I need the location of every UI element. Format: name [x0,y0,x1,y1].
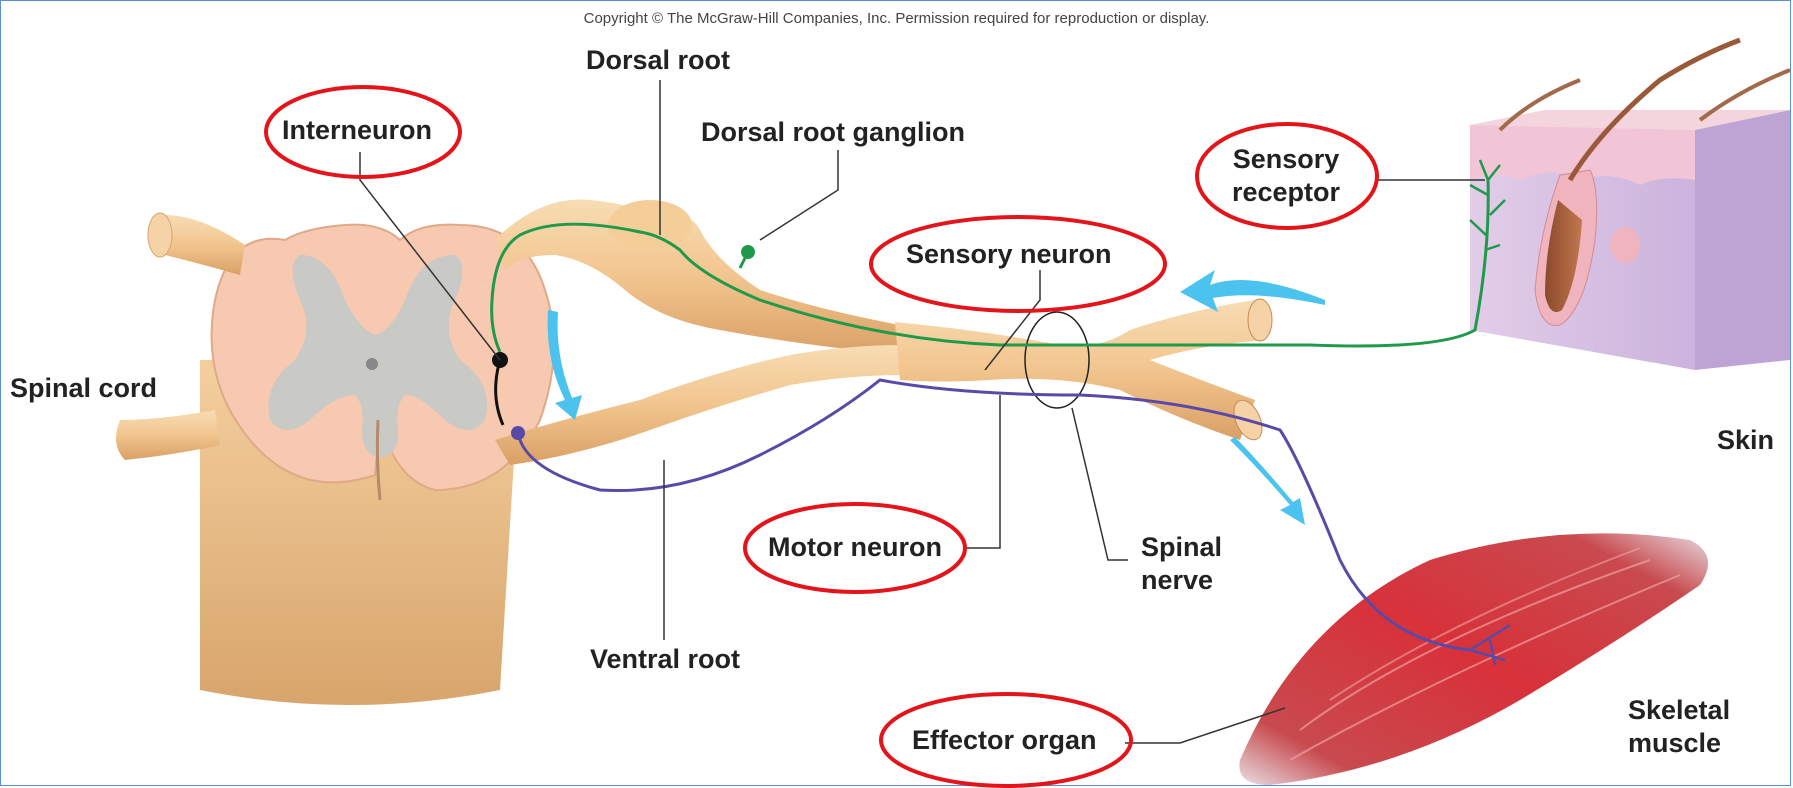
label-interneuron: Interneuron [282,114,432,146]
skin [1470,40,1790,370]
sensory-branch-end [1248,299,1272,341]
central-canal [366,358,378,370]
label-spinal-nerve-line1: Spinal [1141,531,1222,563]
flow-arrow-spinal-cord [548,310,582,420]
label-skeletal-muscle-line1: Skeletal [1628,694,1730,726]
leader-spinal-nerve [1072,408,1128,560]
label-motor-neuron: Motor neuron [768,531,942,563]
label-skin: Skin [1717,424,1774,456]
label-ventral-root: Ventral root [590,643,740,675]
label-spinal-nerve-line2: nerve [1141,564,1213,596]
label-sensory-receptor-line1: Sensory [1216,143,1356,175]
dorsal-root-ganglion [608,200,692,250]
leader-motor-neuron [965,395,1000,548]
label-sensory-neuron: Sensory neuron [906,238,1112,270]
leader-dorsal-root-ganglion [760,150,838,240]
label-dorsal-root: Dorsal root [586,44,730,76]
spinal-cord [116,213,554,705]
label-dorsal-root-ganglion: Dorsal root ganglion [701,116,965,148]
flow-arrow-motor [1230,437,1305,525]
label-sensory-receptor-line2: receptor [1216,176,1356,208]
label-effector-organ: Effector organ [912,724,1097,756]
label-spinal-cord: Spinal cord [10,372,157,404]
spinal-nerve-trunk [895,300,1265,440]
label-skeletal-muscle-line2: muscle [1628,727,1721,759]
skin-side [1695,110,1790,370]
motor-cell-body [511,426,525,440]
